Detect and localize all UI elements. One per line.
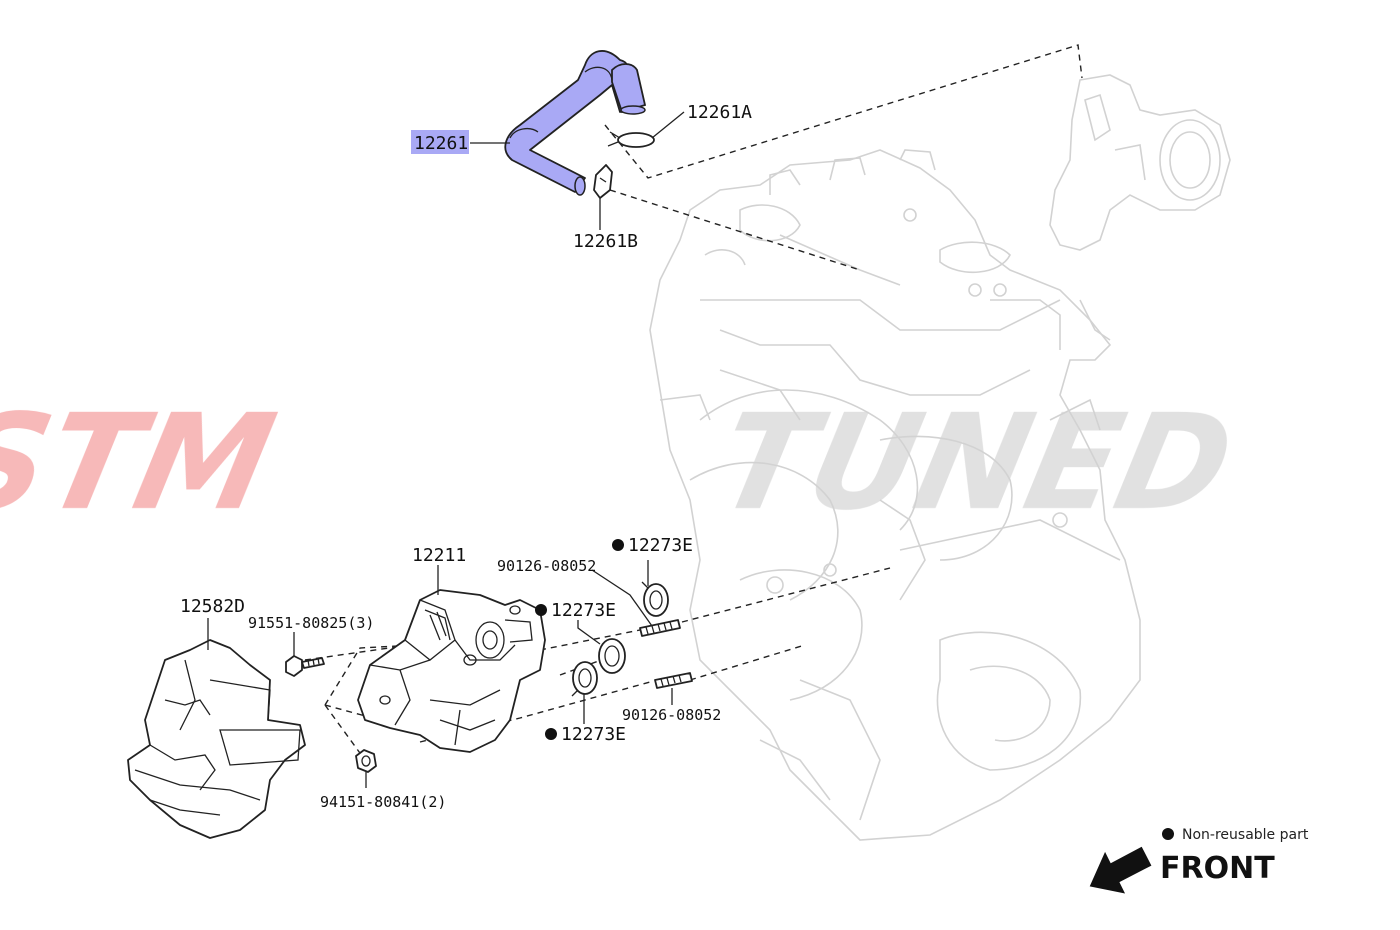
hose-bend-line: [509, 127, 539, 139]
legend: Non-reusable part: [1162, 827, 1309, 843]
gasket-top[interactable]: [641, 581, 669, 617]
non-reusable-dot-bottom: [545, 728, 557, 740]
watermark: STM TUNED: [0, 386, 1245, 539]
label-gasket-bottom: 12273E: [561, 724, 626, 745]
stud-bottom[interactable]: [654, 672, 693, 689]
watermark-stm: STM: [0, 386, 286, 539]
leader-stud-top: [591, 569, 653, 627]
label-clip-b: 12261B: [573, 231, 638, 252]
label-clamp-a: 12261A: [687, 102, 752, 123]
label-stud-bottom: 90126-08052: [622, 706, 721, 724]
hose-clamp[interactable]: [607, 131, 655, 148]
label-gasket-top: 12273E: [628, 535, 693, 556]
legend-non-reusable: Non-reusable part: [1182, 827, 1309, 843]
nut[interactable]: [355, 749, 377, 773]
label-heat-insulator: 12582D: [180, 596, 245, 617]
leader-clamp-a: [651, 111, 685, 139]
engine-block-outline: [649, 149, 1141, 841]
label-egr-valve: 12211: [412, 545, 466, 566]
label-hose: 12261: [414, 133, 468, 154]
label-stud-top: 90126-08052: [497, 557, 596, 575]
gasket-bottom[interactable]: [571, 661, 598, 697]
leader-gasket-mid: [577, 620, 601, 645]
legend-dot: [1162, 828, 1174, 840]
front-indicator: FRONT: [1089, 846, 1275, 894]
hose-bend-line-top: [584, 66, 613, 81]
front-label: FRONT: [1160, 851, 1275, 886]
non-reusable-dot-mid: [535, 604, 547, 616]
hose-clip[interactable]: [593, 164, 613, 199]
front-arrow-icon: [1089, 846, 1152, 894]
hose-end-bottom-opening: [574, 176, 586, 196]
throttle-body-outline: [1049, 74, 1231, 251]
pcv-hose[interactable]: [504, 50, 647, 196]
stud-top[interactable]: [639, 619, 681, 637]
gasket-mid[interactable]: [598, 638, 626, 674]
label-gasket-mid: 12273E: [551, 600, 616, 621]
watermark-tuned: TUNED: [705, 386, 1245, 539]
hose-end-top-opening: [620, 105, 646, 115]
hose-label-highlight: [411, 130, 469, 154]
heat-insulator[interactable]: [127, 639, 306, 839]
egr-valve[interactable]: [357, 589, 546, 753]
bolt[interactable]: [285, 655, 325, 677]
non-reusable-dot-top: [612, 539, 624, 551]
label-bolt: 91551-80825(3): [248, 614, 374, 632]
label-nut: 94151-80841(2): [320, 793, 446, 811]
